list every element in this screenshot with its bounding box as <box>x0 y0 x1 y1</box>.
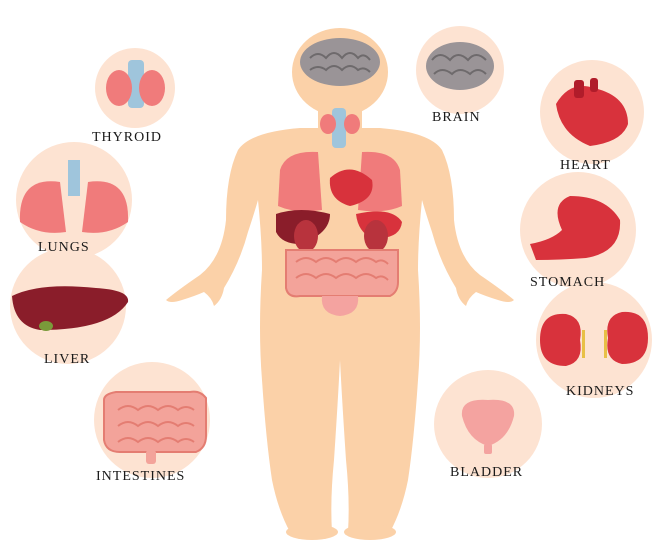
kidneys-callout <box>536 282 652 398</box>
brain-label: BRAIN <box>432 110 481 126</box>
heart-callout <box>540 60 644 164</box>
kidneys-label: KIDNEYS <box>566 384 634 400</box>
brain-callout <box>416 26 504 114</box>
thyroid-label: THYROID <box>92 130 162 146</box>
stomach-label: STOMACH <box>530 275 605 291</box>
body-intestines <box>286 250 398 296</box>
thyroid-callout <box>95 48 175 128</box>
stomach-callout <box>520 172 636 288</box>
body-brain <box>300 38 380 86</box>
liver-label: LIVER <box>44 352 90 368</box>
brain-icon <box>426 42 494 90</box>
liver-callout <box>10 248 128 364</box>
intestines-callout <box>94 362 210 478</box>
lungs-label: LUNGS <box>38 240 90 256</box>
intestines-label: INTESTINES <box>96 469 185 485</box>
bladder-label: BLADDER <box>450 465 523 481</box>
heart-label: HEART <box>560 158 611 174</box>
bladder-callout <box>434 370 542 478</box>
